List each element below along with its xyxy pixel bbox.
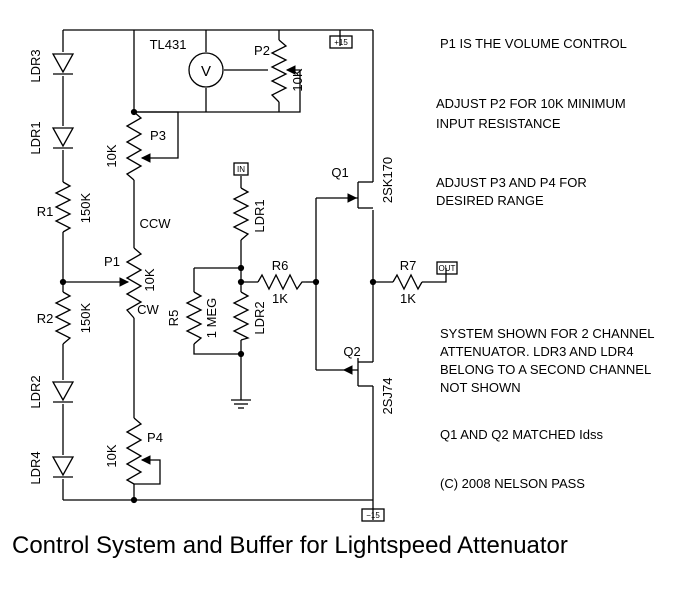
voltmeter bbox=[188, 52, 224, 88]
p2-label: P2 bbox=[254, 43, 270, 58]
r6-resistor bbox=[257, 273, 306, 291]
p3-wiper-arrow bbox=[140, 153, 151, 163]
r1-value: 150K bbox=[78, 192, 93, 223]
junction-dots bbox=[59, 108, 377, 504]
out-terminal: OUT bbox=[436, 261, 458, 275]
p2-wiper-arrow bbox=[285, 65, 296, 75]
ldr4-symbol bbox=[51, 456, 75, 478]
ldr1-left-label: LDR1 bbox=[28, 121, 43, 154]
ldr2-left-label: LDR2 bbox=[28, 375, 43, 408]
ldr1-mid-label: LDR1 bbox=[252, 199, 267, 232]
cw-label: CW bbox=[137, 302, 159, 317]
note-line: Q1 AND Q2 MATCHED Idss bbox=[440, 427, 604, 442]
diagram-title: Control System and Buffer for Lightspeed… bbox=[12, 532, 568, 559]
meter-label: V bbox=[201, 63, 211, 80]
r5-label: R5 bbox=[166, 310, 181, 327]
plus15-label: +15 bbox=[334, 38, 348, 47]
q1-jfet bbox=[347, 165, 374, 209]
r2-resistor bbox=[54, 291, 72, 345]
ground-symbol bbox=[231, 399, 251, 409]
r2-label: R2 bbox=[37, 311, 54, 326]
ldr1-left-symbol bbox=[51, 127, 75, 149]
note-line: INPUT RESISTANCE bbox=[436, 116, 561, 131]
ldr4-label: LDR4 bbox=[28, 451, 43, 484]
p3-label: P3 bbox=[150, 128, 166, 143]
q2-jfet bbox=[342, 358, 374, 410]
q2-part: 2SJ74 bbox=[380, 378, 395, 415]
in-terminal: IN bbox=[233, 162, 249, 176]
notes: P1 IS THE VOLUME CONTROL ADJUST P2 FOR 1… bbox=[436, 36, 655, 491]
p3-value: 10K bbox=[104, 144, 119, 167]
r5-value: 1 MEG bbox=[204, 298, 219, 338]
p4-resistor bbox=[125, 417, 143, 485]
q1-part: 2SK170 bbox=[380, 157, 395, 203]
r6-label: R6 bbox=[272, 258, 289, 273]
ldr3-symbol bbox=[51, 53, 75, 75]
p3-resistor bbox=[125, 111, 143, 181]
p4-label: P4 bbox=[147, 430, 163, 445]
p1-label: P1 bbox=[104, 254, 120, 269]
plus15-terminal: +15 bbox=[329, 35, 353, 49]
wires bbox=[62, 29, 447, 520]
out-label: OUT bbox=[439, 264, 456, 273]
note-line: ADJUST P2 FOR 10K MINIMUM bbox=[436, 96, 626, 111]
ldr2-mid-label: LDR2 bbox=[252, 301, 267, 334]
r7-label: R7 bbox=[400, 258, 417, 273]
r1-label: R1 bbox=[37, 204, 54, 219]
p4-value: 10K bbox=[104, 444, 119, 467]
p4-wiper-arrow bbox=[140, 455, 151, 465]
note-line: DESIRED RANGE bbox=[436, 193, 544, 208]
component-labels: LDR3 LDR1 R1 150K R2 150K LDR2 LDR4 TL43… bbox=[28, 37, 416, 485]
note-line: NOT SHOWN bbox=[440, 380, 521, 395]
r1-resistor bbox=[54, 181, 72, 233]
r7-resistor bbox=[392, 273, 423, 291]
note-line: BELONG TO A SECOND CHANNEL bbox=[440, 362, 651, 377]
p2-value: 10K bbox=[290, 68, 305, 91]
note-line: SYSTEM SHOWN FOR 2 CHANNEL bbox=[440, 326, 655, 341]
p1-wiper-arrow bbox=[119, 277, 130, 287]
r6-value: 1K bbox=[272, 291, 288, 306]
note-line: ATTENUATOR. LDR3 AND LDR4 bbox=[440, 344, 634, 359]
in-label: IN bbox=[237, 165, 245, 174]
ldr1-mid-resistor bbox=[232, 187, 250, 241]
r7-value: 1K bbox=[400, 291, 416, 306]
r2-value: 150K bbox=[78, 302, 93, 333]
note-line: P1 IS THE VOLUME CONTROL bbox=[440, 36, 627, 51]
p1-value: 10K bbox=[142, 268, 157, 291]
p1-resistor bbox=[125, 247, 143, 319]
minus15-label: −15 bbox=[366, 511, 380, 520]
ldr3-label: LDR3 bbox=[28, 49, 43, 82]
note-line: (C) 2008 NELSON PASS bbox=[440, 476, 585, 491]
r5-resistor bbox=[185, 291, 203, 345]
note-line: ADJUST P3 AND P4 FOR bbox=[436, 175, 587, 190]
ccw-label: CCW bbox=[139, 216, 171, 231]
p2-resistor bbox=[270, 39, 288, 103]
q1-label: Q1 bbox=[331, 165, 348, 180]
tl431-label: TL431 bbox=[150, 37, 187, 52]
ldr2-mid-resistor bbox=[232, 291, 250, 341]
ldr2-left-symbol bbox=[51, 381, 75, 403]
q2-label: Q2 bbox=[343, 344, 360, 359]
minus15-terminal: −15 bbox=[361, 508, 385, 522]
